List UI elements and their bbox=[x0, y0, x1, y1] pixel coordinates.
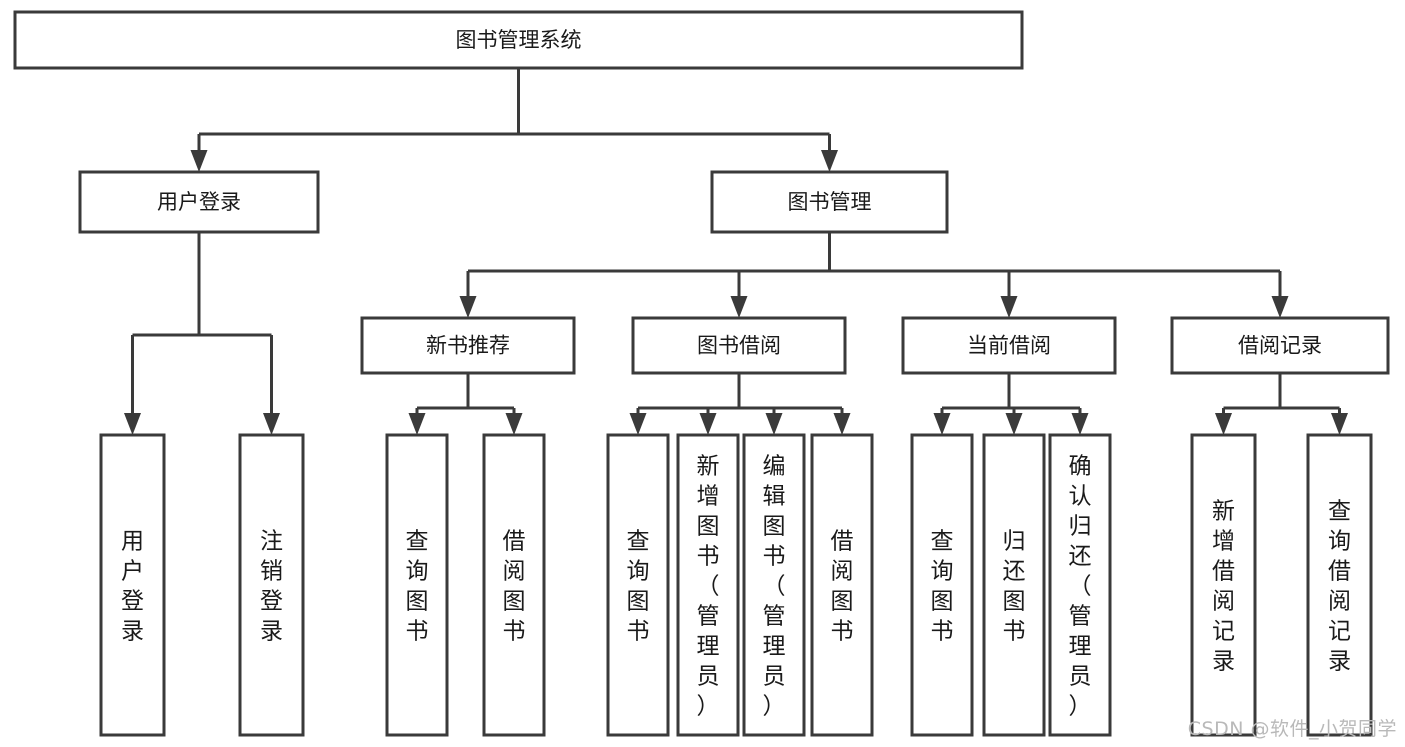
node-box bbox=[982, 433, 1046, 737]
node-box bbox=[710, 170, 949, 234]
node-leaf-query-book-2[interactable]: 查询图书 bbox=[606, 433, 670, 737]
arrow-head-icon bbox=[1071, 413, 1089, 435]
node-leaf-add-record[interactable]: 新增借阅记录 bbox=[1190, 433, 1257, 737]
arrow-head-icon bbox=[629, 413, 647, 435]
node-label: 查询图书 bbox=[627, 528, 650, 644]
node-leaf-query-book-1[interactable]: 查询图书 bbox=[385, 433, 449, 737]
node-leaf-add-book[interactable]: 新增图书（管理员） bbox=[676, 433, 740, 737]
arrow-head-icon bbox=[1000, 296, 1018, 318]
arrow-head-icon bbox=[1005, 413, 1023, 435]
node-label: 查询借阅记录 bbox=[1328, 498, 1351, 674]
arrow-head-icon bbox=[765, 413, 783, 435]
arrow-head-icon bbox=[699, 413, 717, 435]
node-box bbox=[1170, 316, 1390, 375]
node-borrow-record[interactable]: 借阅记录 bbox=[1170, 316, 1390, 375]
arrow-head-icon bbox=[1271, 296, 1289, 318]
arrow-head-icon bbox=[833, 413, 851, 435]
node-label: 借阅记录 bbox=[1238, 334, 1322, 358]
node-label: 归还图书 bbox=[1003, 528, 1026, 644]
arrow-head-icon bbox=[408, 413, 426, 435]
node-box bbox=[13, 10, 1024, 70]
arrow-head-icon bbox=[821, 150, 838, 172]
node-label: 借阅图书 bbox=[503, 528, 526, 644]
arrow-head-icon bbox=[730, 296, 748, 318]
arrow-head-icon bbox=[505, 413, 523, 435]
node-leaf-borrow-book-2[interactable]: 借阅图书 bbox=[810, 433, 874, 737]
node-label: 当前借阅 bbox=[967, 334, 1051, 358]
arrow-head-icon bbox=[263, 413, 280, 435]
node-box bbox=[1306, 433, 1373, 737]
arrow-head-icon bbox=[1331, 413, 1348, 435]
node-box bbox=[99, 433, 166, 737]
arrow-head-icon bbox=[1215, 413, 1232, 435]
node-book-borrow[interactable]: 图书借阅 bbox=[631, 316, 847, 375]
node-leaf-borrow-book-1[interactable]: 借阅图书 bbox=[482, 433, 546, 737]
node-label: 用户登录 bbox=[121, 528, 144, 644]
arrow-head-icon bbox=[124, 413, 141, 435]
node-leaf-confirm-return[interactable]: 确认归还（管理员） bbox=[1048, 433, 1112, 737]
connector-layer bbox=[124, 68, 1348, 435]
node-root[interactable]: 图书管理系统 bbox=[13, 10, 1024, 70]
node-label: 借阅图书 bbox=[831, 528, 854, 644]
node-label: 用户登录 bbox=[157, 190, 241, 214]
node-label: 新增图书（管理员） bbox=[697, 453, 720, 719]
node-box bbox=[360, 316, 576, 375]
node-box bbox=[1048, 433, 1112, 737]
arrow-head-icon bbox=[190, 150, 208, 172]
node-label: 查询图书 bbox=[406, 528, 429, 644]
node-box bbox=[910, 433, 974, 737]
arrow-head-icon bbox=[933, 413, 951, 435]
node-label: 编辑图书（管理员） bbox=[763, 453, 786, 719]
node-label: 新书推荐 bbox=[426, 334, 510, 358]
node-label: 新增借阅记录 bbox=[1212, 498, 1235, 674]
node-current-borrow[interactable]: 当前借阅 bbox=[901, 316, 1117, 375]
node-box bbox=[606, 433, 670, 737]
node-box bbox=[810, 433, 874, 737]
node-leaf-query-book-3[interactable]: 查询图书 bbox=[910, 433, 974, 737]
node-box bbox=[901, 316, 1117, 375]
node-box bbox=[238, 433, 305, 737]
node-box bbox=[482, 433, 546, 737]
node-label: 确认归还（管理员） bbox=[1069, 453, 1092, 719]
watermark-text: CSDN @软件_小贺同学 bbox=[1187, 718, 1397, 740]
node-box bbox=[1190, 433, 1257, 737]
node-label: 图书管理 bbox=[788, 190, 872, 214]
node-leaf-edit-book[interactable]: 编辑图书（管理员） bbox=[742, 433, 806, 737]
arrow-head-icon bbox=[459, 296, 477, 318]
node-label: 图书借阅 bbox=[697, 334, 781, 358]
node-leaf-return-book[interactable]: 归还图书 bbox=[982, 433, 1046, 737]
node-new-book-rec[interactable]: 新书推荐 bbox=[360, 316, 576, 375]
node-layer: 图书管理系统用户登录图书管理新书推荐图书借阅当前借阅借阅记录用户登录注销登录查询… bbox=[13, 10, 1390, 737]
node-leaf-query-record[interactable]: 查询借阅记录 bbox=[1306, 433, 1373, 737]
node-label: 图书管理系统 bbox=[456, 28, 582, 52]
node-user-login[interactable]: 用户登录 bbox=[78, 170, 320, 234]
node-leaf-user-login[interactable]: 用户登录 bbox=[99, 433, 166, 737]
node-box bbox=[631, 316, 847, 375]
node-box bbox=[676, 433, 740, 737]
node-label: 查询图书 bbox=[931, 528, 954, 644]
node-leaf-logout[interactable]: 注销登录 bbox=[238, 433, 305, 737]
node-label: 注销登录 bbox=[260, 528, 283, 644]
node-box bbox=[742, 433, 806, 737]
node-box bbox=[385, 433, 449, 737]
node-book-manage[interactable]: 图书管理 bbox=[710, 170, 949, 234]
node-box bbox=[78, 170, 320, 234]
